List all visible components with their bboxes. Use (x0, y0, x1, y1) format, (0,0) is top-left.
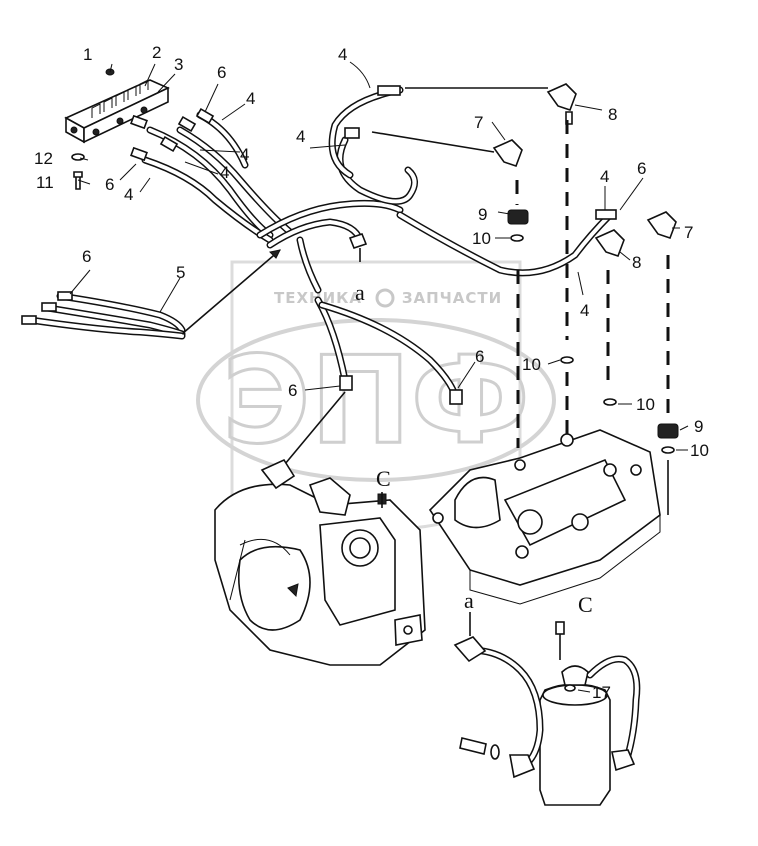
callout-10: 10 (522, 355, 541, 374)
view-labels: a a C C (355, 280, 593, 636)
callout-9: 9 (694, 417, 703, 436)
hose-bundle-central (256, 85, 617, 294)
callout-6: 6 (288, 381, 297, 400)
callout-numbers: 1 2 3 4 4 4 4 4 4 4 4 5 6 6 6 6 6 6 7 7 … (34, 43, 709, 702)
pump-motor-assembly (214, 458, 426, 666)
dashed-guide-lines (515, 120, 670, 515)
elbow-7-upper-icon (492, 139, 523, 168)
nut-9-lower-icon (657, 423, 679, 439)
callout-9: 9 (478, 205, 487, 224)
hose-harness-5 (21, 249, 281, 340)
callout-4: 4 (600, 167, 609, 186)
callout-4: 4 (124, 185, 133, 204)
bolt-icon (555, 621, 565, 635)
callout-5: 5 (176, 263, 185, 282)
callout-6: 6 (475, 347, 484, 366)
callout-10: 10 (690, 441, 709, 460)
bolt-horizontal-icon (459, 737, 487, 755)
nut-9-upper-icon (507, 209, 529, 225)
callout-6: 6 (217, 63, 226, 82)
watermark-big-text: ЭПФ (222, 332, 530, 471)
watermark-gear-icon (375, 288, 395, 308)
oring-10-icon (560, 356, 574, 364)
oring-10-icon (603, 398, 617, 406)
valve-housing (428, 429, 661, 605)
callout-2: 2 (152, 43, 161, 62)
elbow-8-right-icon (594, 229, 625, 258)
detail-view-c (453, 621, 641, 806)
bracket-icon (308, 477, 351, 516)
oring-10-icon (661, 446, 675, 454)
callout-7: 7 (474, 113, 483, 132)
view-label-a-lower: a (464, 588, 474, 613)
elbow-7-right-icon (646, 211, 677, 240)
arrow-head-icon (268, 249, 281, 259)
callout-4: 4 (338, 45, 347, 64)
callout-4: 4 (296, 127, 305, 146)
callout-4: 4 (240, 145, 249, 164)
callout-3: 3 (174, 55, 183, 74)
view-label-c-upper: C (376, 466, 391, 491)
callout-6: 6 (105, 175, 114, 194)
watermark-ellipse (196, 318, 556, 482)
elbow-fitting-icon (260, 458, 296, 490)
hose-bundle-upper-left (130, 107, 294, 244)
callout-6: 6 (82, 247, 91, 266)
elbow-fitting-a-icon (348, 233, 368, 249)
callout-10: 10 (636, 395, 655, 414)
view-label-c-lower: C (578, 592, 593, 617)
washer-12-icon (71, 153, 85, 161)
elbow-a-icon (453, 636, 487, 663)
callout-11: 11 (36, 173, 54, 192)
callout-8: 8 (632, 253, 641, 272)
callout-8: 8 (608, 105, 617, 124)
callout-17: 17 (592, 683, 611, 702)
leader-lines (69, 61, 689, 693)
oring-10-icon (510, 234, 524, 242)
callout-12: 12 (34, 149, 53, 168)
view-label-a-upper: a (355, 280, 365, 305)
callout-4: 4 (220, 163, 229, 182)
manifold-block (64, 68, 170, 190)
callout-7: 7 (684, 223, 693, 242)
callout-10: 10 (472, 229, 491, 248)
callout-6: 6 (637, 159, 646, 178)
callout-1: 1 (83, 45, 92, 64)
callout-4: 4 (580, 301, 589, 320)
elbow-8-upper-icon (546, 83, 577, 112)
hose-lower (279, 296, 463, 471)
watermark-brand-right: ЗАПЧАСТИ (402, 289, 502, 307)
fittings (371, 83, 679, 454)
callout-4: 4 (246, 89, 255, 108)
